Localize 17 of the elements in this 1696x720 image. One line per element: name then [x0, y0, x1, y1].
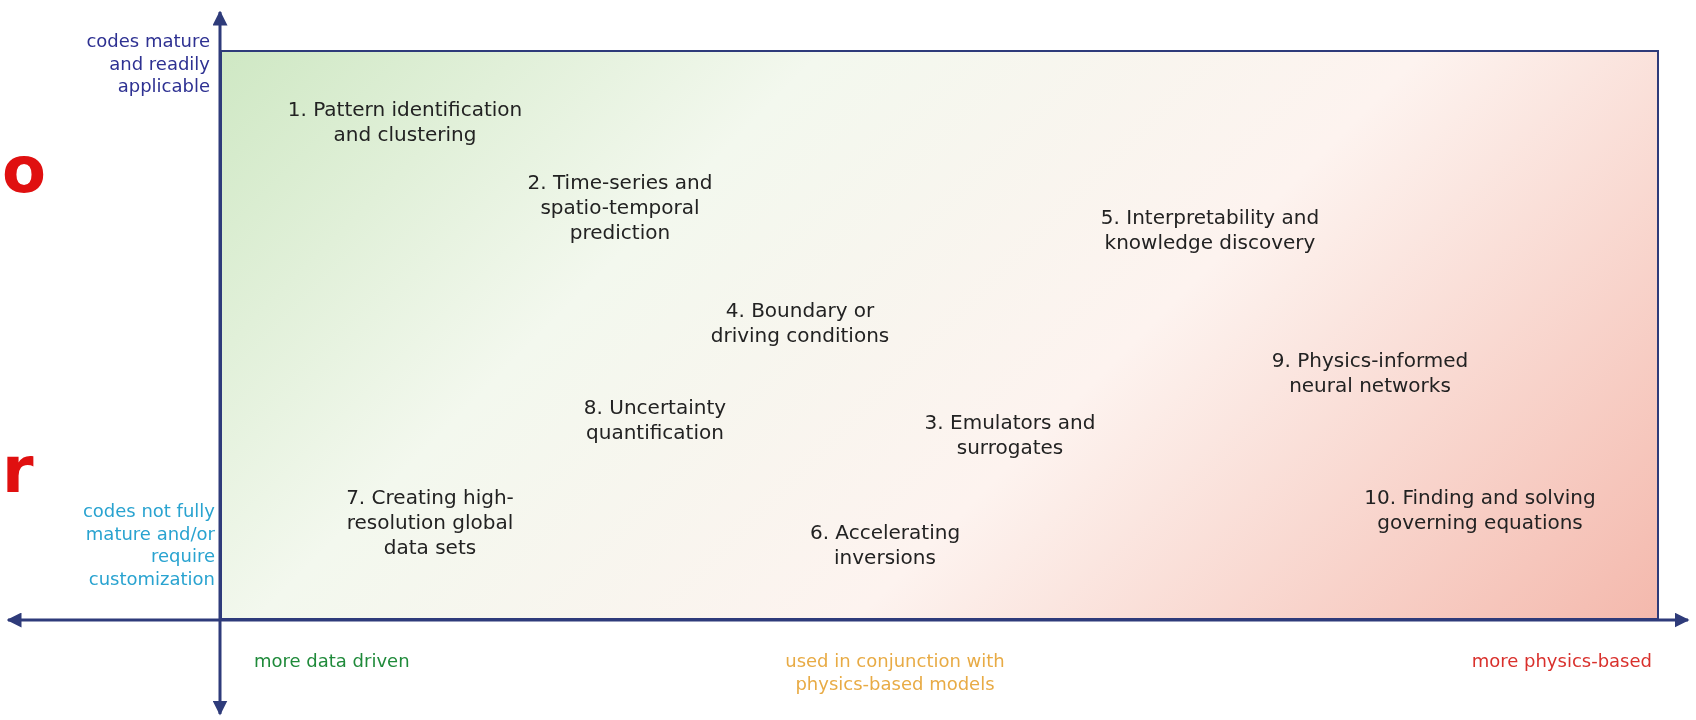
category-label: 7. Creating high-resolution global data sets — [345, 485, 515, 560]
category-label: 3. Emulators and surrogates — [923, 410, 1097, 460]
category-label: 1. Pattern identification and clustering — [286, 97, 524, 147]
category-label: 2. Time-series and spatio-temporal prediction — [526, 170, 714, 245]
axis-label: codes not fully mature and/or require customization — [81, 500, 215, 590]
category-label: 10. Finding and solving governing equations — [1363, 485, 1597, 535]
category-label: 5. Interpretability and knowledge discovery — [1099, 205, 1321, 255]
category-label: 6. Accelerating inversions — [808, 520, 962, 570]
category-label: 4. Boundary or driving conditions — [709, 298, 891, 348]
axis-label: more data driven — [254, 650, 411, 673]
letter: r — [2, 432, 35, 509]
axis-label: used in conjunction with physics-based models — [784, 650, 1006, 695]
letter: o — [2, 132, 47, 209]
category-label: 8. Uncertainty quantification — [582, 395, 728, 445]
axis-label: more physics-based — [1470, 650, 1652, 673]
axis-label: codes mature and readily applicable — [85, 30, 210, 98]
category-label: 9. Physics-informed neural networks — [1270, 348, 1470, 398]
